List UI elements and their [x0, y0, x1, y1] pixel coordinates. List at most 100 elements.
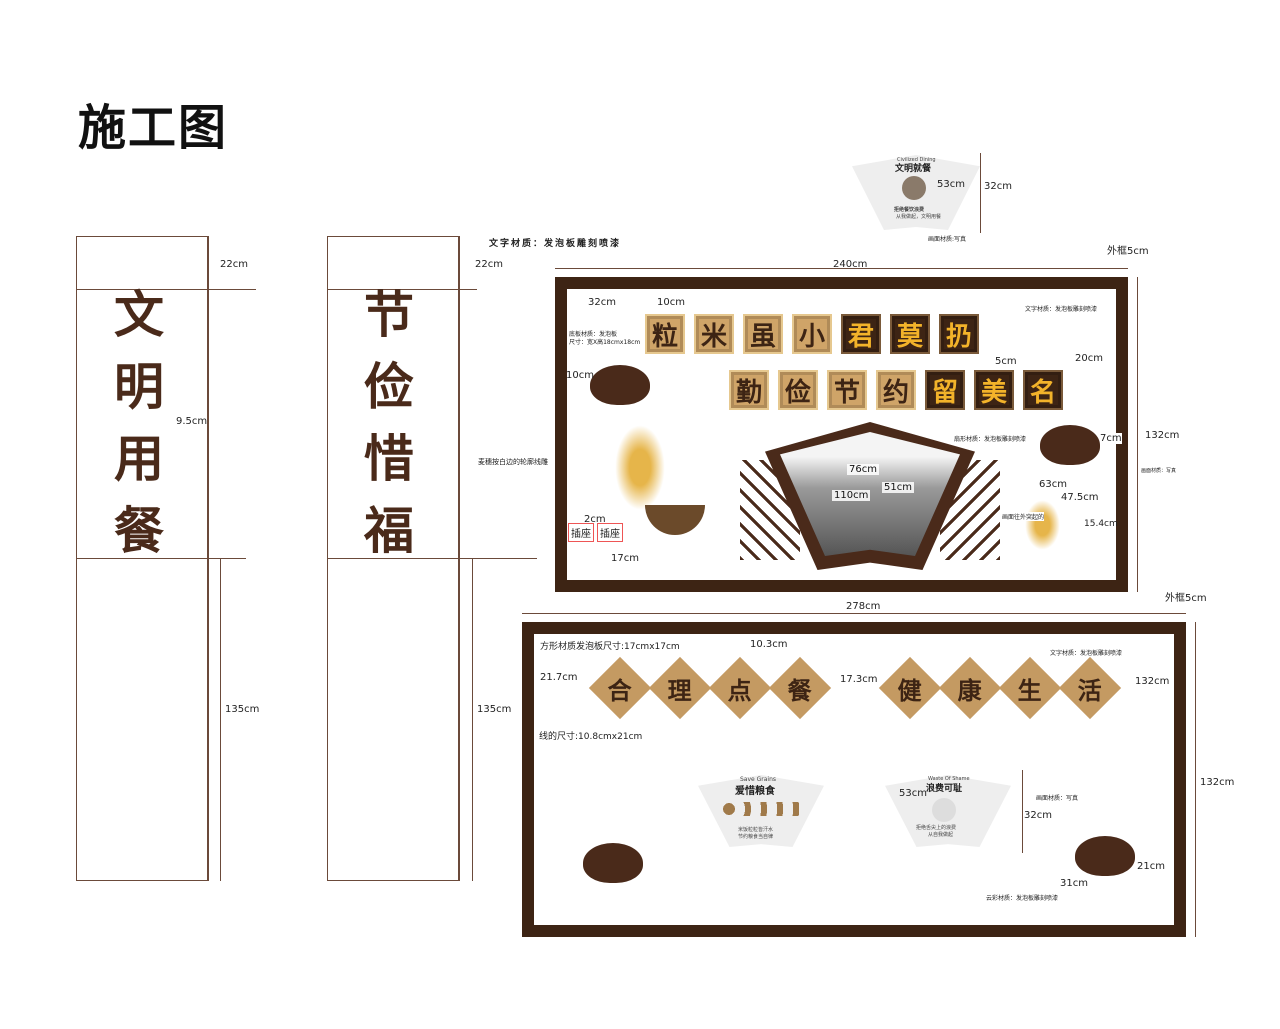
char-tile: 君 [841, 314, 881, 354]
cloud-ornament [583, 843, 643, 883]
fan-text: 从我做起，文明用餐 [896, 214, 942, 220]
material-note: 画面往外突起的 [1002, 512, 1045, 521]
wheat-icon [1025, 500, 1060, 550]
dim-line [76, 289, 256, 290]
material-note: 画面材质:写真 [928, 236, 967, 243]
diamond-char: 餐 [788, 675, 812, 705]
dim-label: 32cm [984, 181, 1012, 192]
char-tile: 米 [694, 314, 734, 354]
dim-label: 22cm [475, 259, 503, 270]
page-title: 施工图 [78, 100, 229, 156]
material-note: 扇形材质：发泡板雕刻喷漆 [954, 434, 1027, 443]
dim-label: 110cm [832, 490, 871, 501]
dim-label: 132cm [1200, 777, 1235, 788]
dim-label: 21.7cm [540, 672, 578, 683]
sign-char: 节 [364, 285, 414, 344]
dim-line [327, 289, 477, 290]
char-tile: 俭 [778, 370, 818, 410]
diamond-char: 健 [898, 675, 922, 705]
dim-label: 5cm [995, 356, 1017, 367]
dim-label: 外框5cm [1165, 593, 1207, 604]
dim-label: 20cm [1075, 353, 1103, 364]
grain-bowls-icon [722, 802, 800, 816]
dim-line [555, 268, 1128, 269]
material-note: 文字材质：发泡板雕刻喷漆 [1050, 650, 1123, 657]
sign-char: 明 [114, 357, 164, 416]
diamond-char: 生 [1018, 675, 1042, 705]
fan-subtitle: Civilized Dining [897, 157, 936, 163]
fan-text: 拒绝餐饮浪费 [894, 207, 925, 213]
cloud-ornament [1040, 425, 1100, 465]
fan-subtitle: Waste Of Shame [928, 776, 970, 782]
dim-label: 10cm [566, 370, 594, 381]
fan-heading: 文明就餐 [895, 164, 932, 174]
char-tile: 约 [876, 370, 916, 410]
diamond-char: 合 [608, 675, 632, 705]
char-tile: 小 [792, 314, 832, 354]
dim-label: 53cm [937, 179, 965, 190]
dim-label: 240cm [833, 259, 868, 270]
dim-line [327, 558, 537, 559]
dim-label: 31cm [1060, 878, 1088, 889]
material-note: 画面材质：写真 [1141, 468, 1177, 474]
fan-text: 米饭粒粒皆汗水 [738, 827, 774, 833]
material-note: 方形材质发泡板尺寸:17cmx17cm [540, 642, 680, 652]
dim-label: 278cm [846, 601, 881, 612]
fan-text: 节约粮食当自律 [738, 834, 774, 840]
dim-label: 7cm [1100, 433, 1122, 444]
material-note: 线的尺寸:10.8cmx21cm [539, 732, 643, 742]
fan-subtitle: Save Grains [740, 776, 777, 783]
char-tile: 名 [1023, 370, 1063, 410]
dim-label: 32cm [1024, 810, 1052, 821]
dim-label: 47.5cm [1061, 492, 1099, 503]
material-note: 文字材质：发泡板雕刻喷漆 [489, 239, 622, 249]
fan-heading: 爱惜粮食 [735, 786, 775, 797]
sign-char: 文 [114, 285, 164, 344]
dim-label: 76cm [847, 464, 879, 475]
char-tile: 莫 [890, 314, 930, 354]
material-note: 画面材质：写真 [1036, 795, 1079, 802]
diamond-char: 活 [1078, 675, 1102, 705]
dim-label: 9.5cm [176, 416, 208, 427]
material-note: 云彩材质：发泡板雕刻喷漆 [986, 895, 1059, 902]
dim-line [980, 153, 981, 233]
wheat-icon [615, 425, 665, 510]
dim-line [1137, 277, 1138, 592]
material-note: 尺寸：宽X高18cmx18cm [569, 339, 641, 346]
bowl-photo-icon [932, 798, 956, 822]
dim-label: 17cm [611, 553, 639, 564]
dim-line [472, 558, 473, 881]
dim-line [220, 558, 221, 881]
fan-heading: 浪费可耻 [926, 784, 963, 794]
dim-label: 135cm [477, 704, 512, 715]
material-note: 底板材质：发泡板 [569, 331, 618, 338]
dim-label: 外框5cm [1107, 246, 1149, 257]
sign-char: 用 [114, 429, 164, 488]
dim-label: 22cm [220, 259, 248, 270]
char-tile: 美 [974, 370, 1014, 410]
fan-text: 从自我做起 [928, 832, 954, 838]
cloud-ornament [1075, 836, 1135, 876]
diamond-char: 点 [728, 675, 752, 705]
char-tile: 扔 [939, 314, 979, 354]
sign-char: 俭 [364, 357, 414, 416]
char-tile: 留 [925, 370, 965, 410]
photo-icon [902, 176, 926, 200]
wheat-note: 麦穗按白边的轮廓线雕 [478, 458, 548, 466]
sign-char: 福 [364, 501, 414, 560]
diamond-char: 康 [958, 675, 982, 705]
diamond-char: 理 [668, 675, 692, 705]
dim-label: 10cm [657, 297, 685, 308]
dim-label: 53cm [899, 788, 927, 799]
dim-line [1195, 622, 1196, 937]
dim-line [1022, 770, 1023, 853]
material-note: 文字材质：发泡板雕刻喷漆 [1025, 306, 1098, 313]
dim-label: 132cm [1135, 676, 1170, 687]
sign-char: 惜 [364, 429, 414, 488]
char-tile: 虽 [743, 314, 783, 354]
socket-marker: 插座 [597, 523, 623, 542]
dim-label: 17.3cm [840, 674, 878, 685]
dim-label: 51cm [882, 482, 914, 493]
dim-label: 10.3cm [750, 639, 788, 650]
dim-label: 15.4cm [1084, 519, 1118, 529]
